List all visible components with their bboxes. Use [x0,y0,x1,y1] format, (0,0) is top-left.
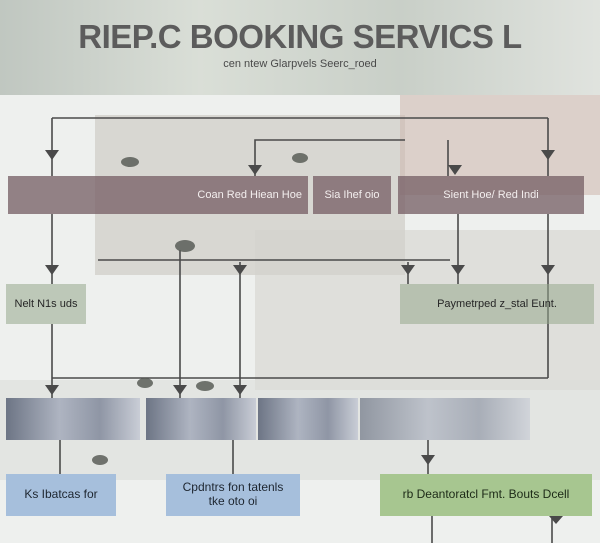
bg-banner [0,0,600,95]
node-hotel-info: Sia Ihef oio [313,176,391,214]
node-photo-4 [360,398,530,440]
node-photo-1 [6,398,140,440]
node-availability: Coan Red Hiean Hoe [98,176,308,214]
node-guest-details: Nelt N1s uds [6,284,86,324]
node-photo-3 [258,398,358,440]
node-confirmation: Ks Ibatcas for [6,474,116,516]
node-left-top [8,176,98,214]
node-payment: Paymetrped z_stal Eunt. [400,284,594,324]
node-booking-details: rb Deantoratcl Fmt. Bouts Dcell [380,474,592,516]
page-subtitle: cen ntew Glarpvels Seerc_roed [223,58,377,70]
node-updates-line2: tke oto oi [208,494,258,508]
page-title: RIEP.C BOOKING SERVICS L [78,18,522,55]
node-updates-line1: Cpdntrs fon tatenls [182,480,284,495]
node-photo-2 [146,398,256,440]
node-updates: Cpdntrs fon tatenls tke oto oi [166,474,300,516]
node-room-select: Sient Hoe/ Red Indi [398,176,584,214]
